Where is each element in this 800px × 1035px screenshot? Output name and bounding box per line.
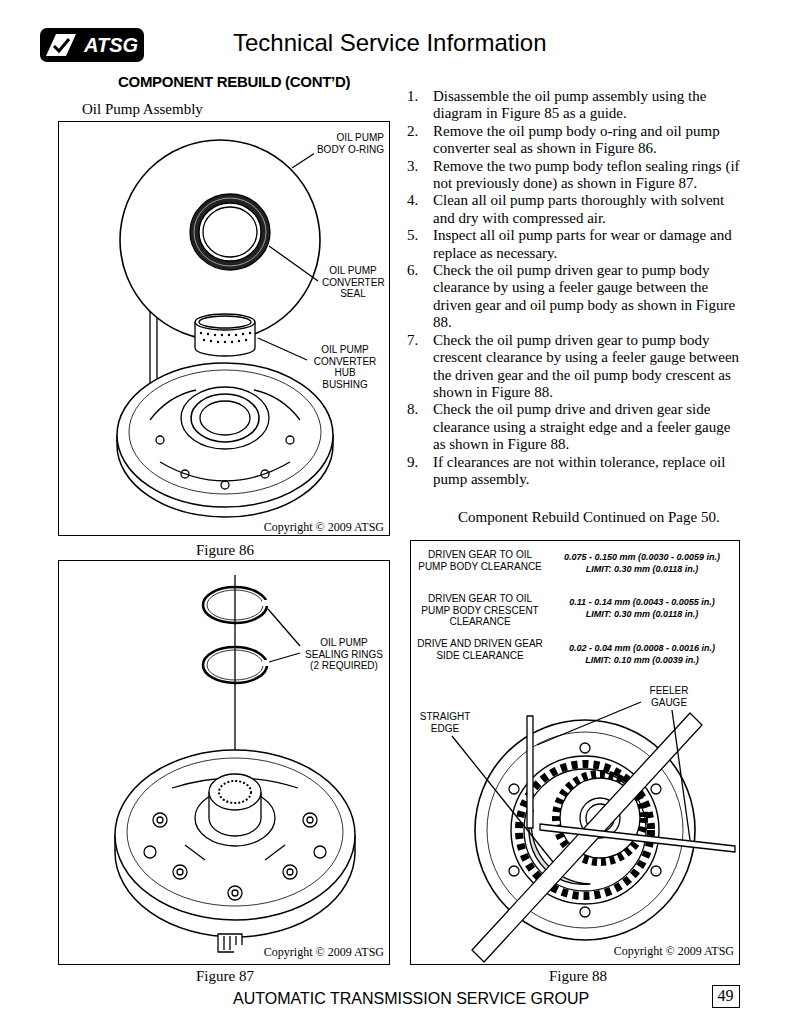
figure-frame: DRIVEN GEAR TO OIL PUMP BODY CLEARANCE0.… [410,540,740,965]
step-text: Check the oil pump driven gear to pump b… [433,262,745,332]
table-cell: DRIVEN GEAR TO OIL PUMP BODY CLEARANCE [415,549,545,572]
step-text: Remove the two pump body teflon sealing … [433,158,745,193]
spec-value: 0.11 - 0.14 mm (0.0043 - 0.0055 in.) [547,597,737,608]
list-item: 1.Disassemble the oil pump assembly usin… [405,88,745,123]
step-text: Disassemble the oil pump assembly using … [433,88,745,123]
step-text: Inspect all oil pump parts for wear or d… [433,227,745,262]
table-cell: DRIVE AND DRIVEN GEAR SIDE CLEARANCE [415,638,545,661]
figure-frame: OIL PUMP BODY O-RING OIL PUMP CONVERTER S… [58,121,390,536]
callout-label: OIL PUMP CONVERTER SEAL [322,265,384,300]
list-item: 8.Check the oil pump drive and driven ge… [405,401,745,453]
spec-value: 0.02 - 0.04 mm (0.0008 - 0.0016 in.) [547,643,737,654]
spec-limit: LIMIT: 0.30 mm (0.0118 in.) [547,564,737,575]
step-text: Check the oil pump driven gear to pump b… [433,332,745,402]
numbered-list: 1.Disassemble the oil pump assembly usin… [405,88,745,488]
page-title: Technical Service Information [233,29,546,57]
step-number: 8. [405,401,433,453]
page-number: 49 [718,986,734,1006]
step-text: Remove the oil pump body o-ring and oil … [433,123,745,158]
callout-label: OIL PUMP CONVERTER HUB BUSHING [311,344,379,390]
figure-caption: Figure 88 [549,968,607,985]
copyright-note: Copyright © 2009 ATSG [234,945,384,959]
callout-label: STRAIGHT EDGE [417,711,473,734]
step-number: 3. [405,158,433,193]
step-text: Check the oil pump drive and driven gear… [433,401,745,453]
step-number: 2. [405,123,433,158]
table-cell: DRIVEN GEAR TO OIL PUMP BODY CRESCENT CL… [415,593,545,628]
list-item: 2.Remove the oil pump body o-ring and oi… [405,123,745,158]
step-number: 9. [405,454,433,489]
figure-caption: Figure 86 [196,542,254,559]
logo-text: ATSG [84,32,138,58]
page-number-box: 49 [712,985,740,1008]
list-item: 5.Inspect all oil pump parts for wear or… [405,227,745,262]
callout-label: FEELER GAUGE [646,685,692,708]
list-item: 6.Check the oil pump driven gear to pump… [405,262,745,332]
spec-value: 0.075 - 0.150 mm (0.0030 - 0.0059 in.) [547,552,737,563]
step-text: Clean all oil pump parts thoroughly with… [433,192,745,227]
step-number: 4. [405,192,433,227]
step-text: If clearances are not within tolerance, … [433,454,745,489]
spec-limit: LIMIT: 0.30 mm (0.0118 in.) [547,609,737,620]
step-number: 5. [405,227,433,262]
callout-label: OIL PUMP BODY O-RING [314,132,384,155]
figure-group-title: Oil Pump Assembly [82,100,203,118]
copyright-note: Copyright © 2009 ATSG [234,520,384,534]
list-item: 9.If clearances are not within tolerance… [405,454,745,489]
figure-caption: Figure 87 [196,968,254,985]
copyright-note: Copyright © 2009 ATSG [584,944,734,958]
figure-frame: OIL PUMP SEALING RINGS (2 REQUIRED) Copyr… [58,560,390,965]
logo-icon [44,31,78,59]
footer-text: AUTOMATIC TRANSMISSION SERVICE GROUP [233,989,589,1009]
list-item: 7.Check the oil pump driven gear to pump… [405,332,745,402]
continuation-note: Component Rebuild Continued on Page 50. [458,508,720,526]
step-number: 1. [405,88,433,123]
step-number: 6. [405,262,433,332]
spec-limit: LIMIT: 0.10 mm (0.0039 in.) [547,655,737,666]
list-item: 3.Remove the two pump body teflon sealin… [405,158,745,193]
callout-label: OIL PUMP SEALING RINGS (2 REQUIRED) [304,637,384,672]
step-number: 7. [405,332,433,402]
section-heading: COMPONENT REBUILD (CONT’D) [118,73,350,91]
list-item: 4.Clean all oil pump parts thoroughly wi… [405,192,745,227]
